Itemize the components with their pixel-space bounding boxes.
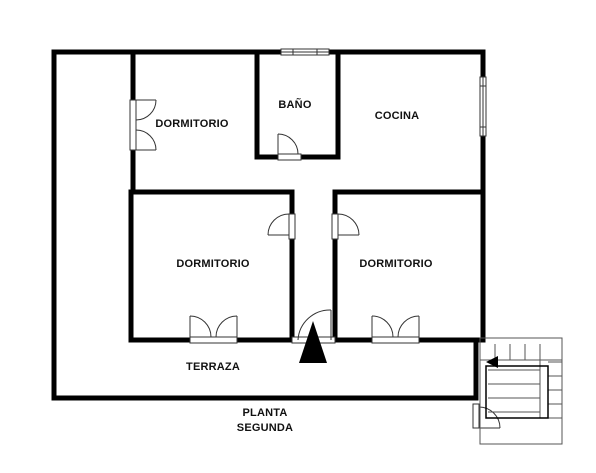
floor-caption-line2: SEGUNDA bbox=[236, 422, 294, 434]
floor-caption-line1: PLANTA bbox=[242, 407, 288, 419]
room-label-kitchen: COCINA bbox=[374, 110, 420, 122]
windows bbox=[280, 48, 487, 137]
stair-direction-arrow-icon bbox=[486, 356, 498, 368]
doors bbox=[129, 99, 501, 429]
room-label-terrace: TERRAZA bbox=[186, 361, 240, 373]
door-frame-bedroom-top bbox=[129, 99, 137, 151]
door-frame-midleft-terrace bbox=[189, 336, 238, 344]
stairwell-outline bbox=[479, 337, 563, 445]
stair-rail bbox=[485, 365, 549, 419]
room-label-bedroom-mid-right: DORMITORIO bbox=[359, 258, 433, 270]
door-frame-stairs bbox=[472, 403, 480, 429]
door-frame-corridor-right bbox=[331, 213, 339, 240]
walls bbox=[51, 49, 486, 401]
door-frame-bath bbox=[277, 153, 302, 161]
door-frame-midright-terrace bbox=[371, 336, 420, 344]
entrance-arrow-icon bbox=[299, 321, 327, 363]
door-frame-corridor-left bbox=[288, 213, 296, 240]
room-label-bedroom-top: DORMITORIO bbox=[155, 118, 229, 130]
room-label-bathroom: BAÑO bbox=[278, 99, 312, 111]
room-label-bedroom-mid-left: DORMITORIO bbox=[176, 258, 250, 270]
